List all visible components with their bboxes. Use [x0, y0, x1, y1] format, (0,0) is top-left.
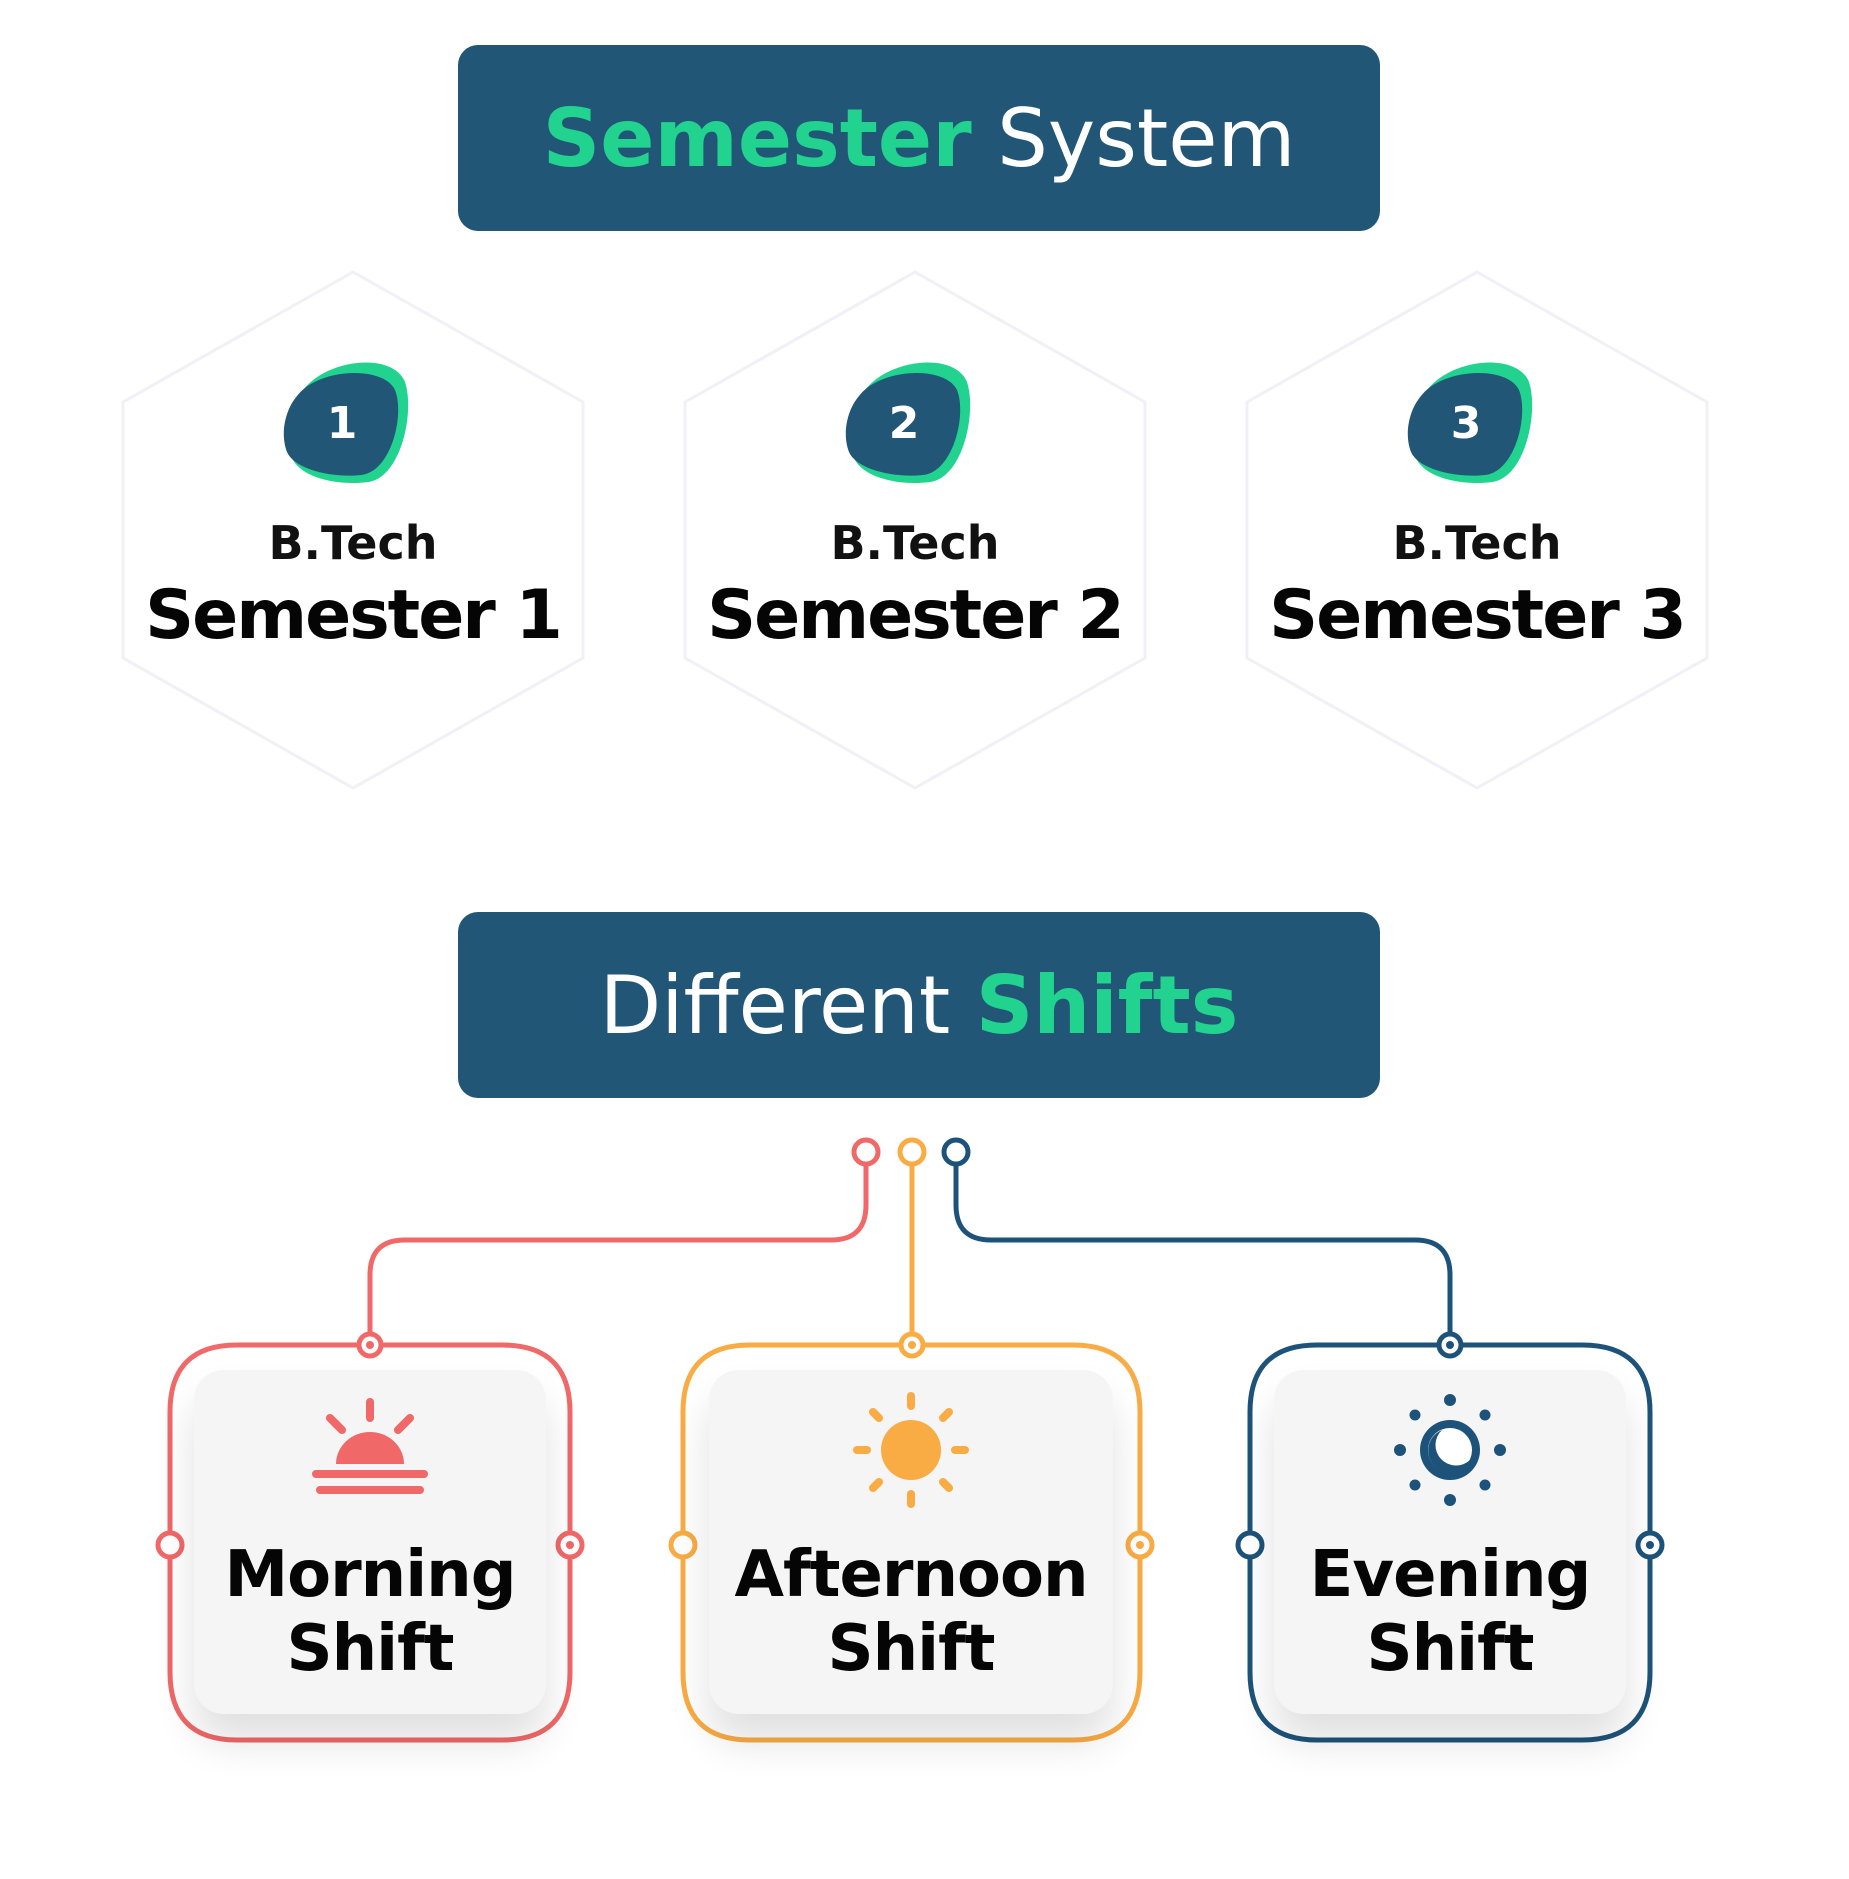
semester-system-header: Semester System	[458, 45, 1380, 231]
morning-shift-card: Morning Shift	[194, 1370, 546, 1714]
hexagon-shape	[121, 270, 585, 790]
morning-top-node	[851, 1137, 881, 1167]
afternoon-top-node	[897, 1137, 927, 1167]
different-shifts-header: Different Shifts	[458, 912, 1380, 1098]
semester-number: 2	[888, 398, 920, 449]
semester-card-1: 1 B.Tech Semester 1	[118, 270, 588, 790]
number-badge-icon	[1407, 362, 1533, 484]
evening-left-node	[1235, 1530, 1265, 1560]
morning-shift-title: Morning Shift	[194, 1538, 546, 1686]
number-badge-icon	[845, 362, 971, 484]
afternoon-shift-card: Afternoon Shift	[709, 1370, 1113, 1714]
semester-label: Semester 2	[707, 576, 1125, 655]
semester-sub-label: B.Tech	[268, 516, 438, 570]
semester-card-2: 2 B.Tech Semester 2	[680, 270, 1150, 790]
shift-line-2: Shift	[286, 1612, 454, 1686]
shift-line-1: Morning	[224, 1538, 516, 1612]
shift-line-2: Shift	[1366, 1612, 1534, 1686]
number-badge-icon	[283, 362, 409, 484]
shift-line-1: Evening	[1309, 1538, 1592, 1612]
header-rest-word: System	[997, 91, 1296, 185]
semester-label: Semester 1	[145, 576, 563, 655]
afternoon-shift-title: Afternoon Shift	[709, 1538, 1113, 1686]
header-accent-word: Semester	[542, 91, 972, 185]
morning-connector	[367, 1165, 869, 1338]
evening-connector	[953, 1165, 1453, 1338]
evening-shift-card: Evening Shift	[1274, 1370, 1626, 1714]
semester-label: Semester 3	[1269, 576, 1687, 655]
hexagon-shape	[683, 270, 1147, 790]
sun-icon	[853, 1392, 969, 1508]
semester-sub-label: B.Tech	[830, 516, 1000, 570]
semester-card-3: 3 B.Tech Semester 3	[1242, 270, 1712, 790]
semester-number: 1	[326, 398, 358, 449]
shift-line-1: Afternoon	[734, 1538, 1089, 1612]
header-plain-word: Different	[599, 958, 951, 1052]
header-accent-word: Shifts	[975, 958, 1239, 1052]
evening-frame	[1247, 1342, 1653, 1743]
morning-frame	[167, 1342, 573, 1743]
afternoon-left-node	[668, 1530, 698, 1560]
semester-number: 3	[1450, 398, 1482, 449]
shift-line-2: Shift	[827, 1612, 995, 1686]
evening-shift-title: Evening Shift	[1274, 1538, 1626, 1686]
sunrise-icon	[312, 1398, 428, 1494]
evening-top-node	[941, 1137, 971, 1167]
morning-left-node	[155, 1530, 185, 1560]
afternoon-frame	[680, 1342, 1143, 1743]
hexagon-shape	[1245, 270, 1709, 790]
moon-icon	[1394, 1394, 1506, 1506]
semester-sub-label: B.Tech	[1392, 516, 1562, 570]
